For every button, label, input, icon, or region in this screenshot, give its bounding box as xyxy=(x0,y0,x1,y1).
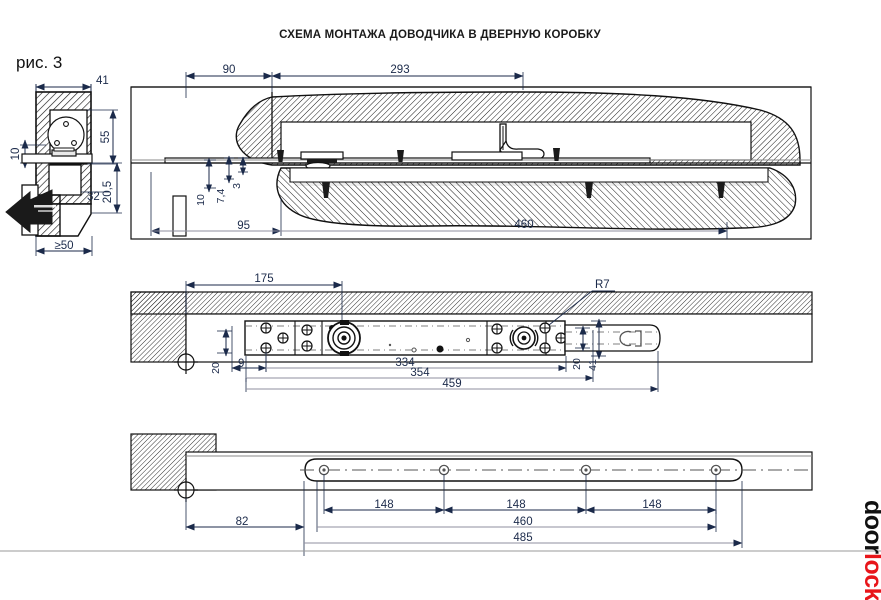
section-view-group: 41 55 10 xyxy=(5,75,122,256)
arm-end-detail xyxy=(619,330,642,347)
arm-bracket-cap xyxy=(53,147,75,152)
left-stop-block xyxy=(172,195,187,237)
watermark-part2: lock xyxy=(859,553,881,600)
lower-band xyxy=(295,182,766,186)
dim-10-left-label: 10 xyxy=(10,148,22,161)
dim-41: 41 xyxy=(35,75,109,92)
screw-hole-top xyxy=(63,121,69,127)
dim-20-5: 20,5 xyxy=(91,162,122,214)
radius-r7-label: R7 xyxy=(595,279,610,291)
dim-460-top-label: 460 xyxy=(514,219,533,231)
dim-32-label: 32 xyxy=(87,191,100,203)
dim-7-4: 7,4 xyxy=(215,155,234,204)
bracket-left xyxy=(300,151,344,160)
dim-334: 334 xyxy=(265,356,567,372)
bracket-left-dark xyxy=(307,159,337,163)
screw-bottom-3 xyxy=(717,182,725,198)
dim-354-label: 354 xyxy=(410,367,430,379)
dim-82: 82 xyxy=(185,481,305,556)
screw-bottom-2 xyxy=(585,182,593,198)
dim-20-left: 20 xyxy=(210,328,232,374)
dim-min-50-label: ≥50 xyxy=(54,240,73,252)
dim-148-c: 148 xyxy=(585,474,717,514)
dim-9-label: 9 xyxy=(238,358,244,370)
screw-hole-right xyxy=(71,140,77,146)
dim-20-right-label: 20 xyxy=(571,358,583,370)
dim-32: 32 xyxy=(81,191,110,203)
spindle-right xyxy=(509,326,539,350)
dim-459: 459 xyxy=(245,351,659,392)
dim-148-b-label: 148 xyxy=(506,499,525,511)
dim-10-top: 10 xyxy=(195,157,216,206)
bottom-view-group: 148 148 148 82 460 xyxy=(0,433,881,556)
dim-460-bottom: 460 xyxy=(316,481,717,532)
dim-7-4-label: 7,4 xyxy=(215,189,227,204)
dim-10-top-label: 10 xyxy=(195,194,207,206)
dot-6 xyxy=(388,343,392,347)
dot-3 xyxy=(436,345,444,353)
page-title: СХЕМА МОНТАЖА ДОВОДЧИКА В ДВЕРНУЮ КОРОБК… xyxy=(279,29,601,41)
dim-293-label: 293 xyxy=(390,64,409,76)
dim-148-a-label: 148 xyxy=(374,499,393,511)
bracket-right xyxy=(451,151,523,161)
middle-view-group: 175 xyxy=(130,273,813,392)
screw-top-1 xyxy=(277,150,284,162)
watermark-part1: door xyxy=(859,500,881,554)
screw-top-3 xyxy=(553,148,560,161)
spindle-left xyxy=(327,320,361,356)
middle-frame-strip xyxy=(130,291,813,315)
top-view-group: 90 293 xyxy=(130,64,812,240)
rail-screws xyxy=(318,464,722,476)
lower-door-mass xyxy=(276,167,797,230)
dim-148-b: 148 xyxy=(443,474,587,514)
lower-cavity xyxy=(289,167,769,183)
direction-arrow xyxy=(5,189,56,234)
dim-55: 55 xyxy=(87,109,118,165)
screw-bottom-1 xyxy=(322,182,330,198)
fixing-screws-right xyxy=(491,322,567,354)
screw-hole-left xyxy=(54,140,60,146)
dim-459-label: 459 xyxy=(442,378,461,390)
dim-3-label: 3 xyxy=(231,183,243,189)
middle-left-block xyxy=(130,291,187,363)
center-mark-middle xyxy=(174,350,198,374)
watermark-doorlock: door lock xyxy=(859,500,881,600)
dim-55-label: 55 xyxy=(100,131,112,144)
dim-min-50: ≥50 xyxy=(35,236,93,256)
dim-148-a: 148 xyxy=(323,474,445,514)
dim-485: 485 xyxy=(304,481,743,548)
dim-20-left-label: 20 xyxy=(210,362,222,374)
dim-148-c-label: 148 xyxy=(642,499,661,511)
dim-460-bottom-label: 460 xyxy=(513,516,532,528)
fixing-screws-left xyxy=(260,322,313,354)
dim-334-label: 334 xyxy=(395,357,415,369)
closer-plate xyxy=(244,320,566,356)
dim-20-right: 20 xyxy=(571,325,590,370)
dim-41-right: 41 xyxy=(587,318,606,371)
screw-top-2 xyxy=(397,150,404,162)
dim-3: 3 xyxy=(231,156,248,189)
dim-485-label: 485 xyxy=(513,532,532,544)
dot-4 xyxy=(411,347,417,353)
dim-95-label: 95 xyxy=(237,220,250,232)
dim-293: 293 xyxy=(271,64,524,90)
lower-recess xyxy=(48,164,82,196)
dim-460-top: 460 xyxy=(151,219,728,239)
dim-41-label: 41 xyxy=(96,75,109,87)
radius-r7: R7 xyxy=(548,279,615,326)
dot-5 xyxy=(465,337,471,343)
slide-rail xyxy=(304,458,743,482)
dim-82-label: 82 xyxy=(236,516,249,528)
figure-label: рис. 3 xyxy=(16,53,62,72)
arm-extension xyxy=(564,324,661,352)
dim-90-label: 90 xyxy=(223,64,236,76)
dim-20-5-label: 20,5 xyxy=(102,181,114,203)
dim-175-label: 175 xyxy=(254,273,273,285)
dim-354: 354 xyxy=(245,330,594,382)
dim-41-right-label: 41 xyxy=(587,359,599,371)
